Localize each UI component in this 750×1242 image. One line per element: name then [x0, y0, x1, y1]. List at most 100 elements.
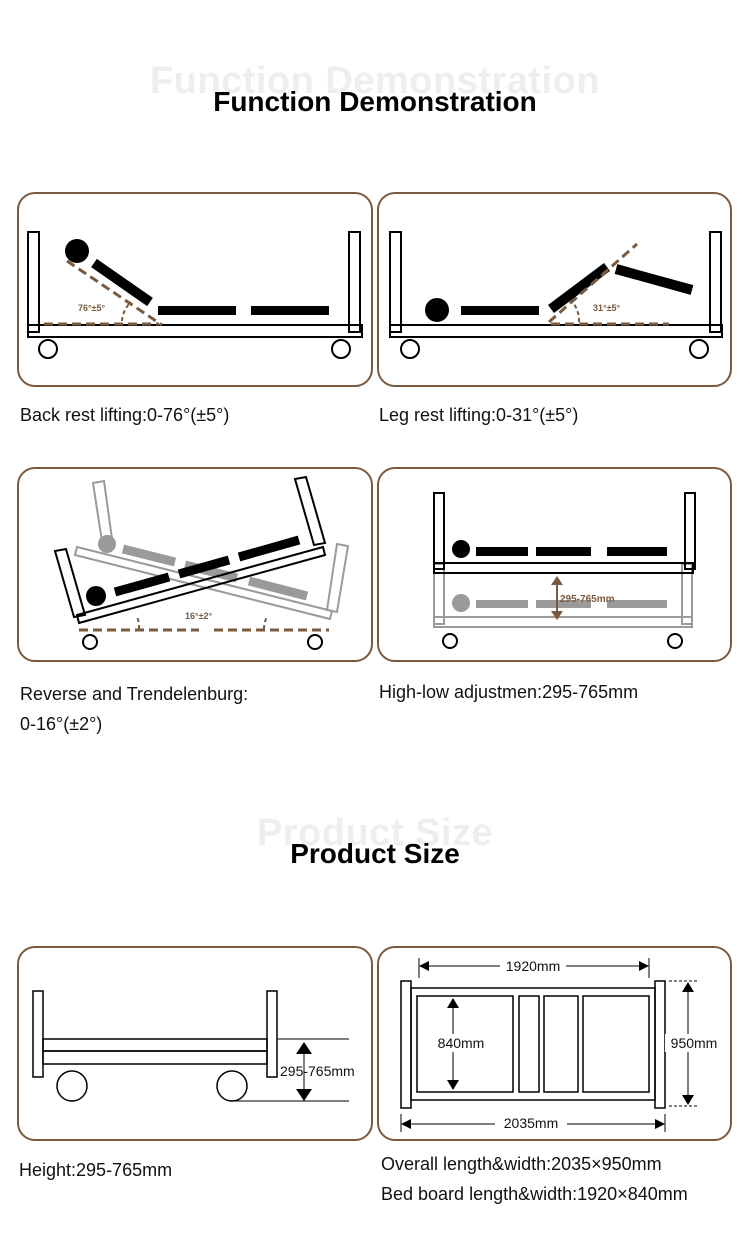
back-panel	[416, 995, 514, 1093]
back-segment	[91, 258, 153, 307]
arrow-up-icon	[447, 998, 459, 1008]
upper-frame	[433, 562, 694, 574]
headboard	[400, 980, 412, 1109]
leg-segment	[251, 306, 329, 315]
ghost-frame	[73, 545, 334, 621]
label-bg	[495, 1114, 567, 1132]
overall-size-caption: Overall length&width:2035×950mm	[381, 1154, 662, 1174]
bed-deck	[42, 1038, 268, 1052]
dimensions-panel: 1920mm 840mm 950mm 2035mm	[377, 946, 732, 1141]
angle-arc	[262, 616, 268, 630]
angle-arc	[136, 616, 141, 630]
patient-head	[425, 298, 449, 322]
patient-head	[65, 239, 89, 263]
tilted-segment	[237, 535, 301, 562]
angle-arc	[121, 301, 132, 322]
bed-frame	[389, 324, 723, 338]
reverse-diagram: 16°±2°	[53, 475, 350, 650]
bed-frame	[410, 987, 656, 1101]
reverse-panel: 16°±2°	[17, 467, 373, 662]
tilted-footboard	[293, 475, 327, 547]
wheel	[216, 1070, 248, 1102]
thigh-panel	[543, 995, 579, 1093]
back-segment	[461, 306, 539, 315]
back-rest-diagram: 76°±5°	[27, 231, 363, 359]
height-range-label: 295-765mm	[280, 1063, 355, 1079]
upper-segment	[607, 547, 667, 556]
height-caption: Height:295-765mm	[19, 1160, 173, 1180]
reverse-caption-line1: Reverse and Trendelenburg:	[20, 684, 249, 704]
wheel	[667, 633, 683, 649]
calf-segment	[614, 264, 694, 295]
angle-dash	[548, 242, 638, 324]
wheel	[689, 339, 709, 359]
ghost-segment	[121, 544, 177, 567]
leg-rest-diagram: 31°±5°	[389, 231, 723, 359]
arrow-up-icon	[682, 982, 694, 992]
label-bg	[665, 1034, 723, 1052]
size-ghost-title: Product Size	[256, 812, 494, 854]
headboard	[27, 231, 40, 333]
seat-panel	[518, 995, 540, 1093]
upper-bed	[433, 492, 696, 574]
lower-segment	[536, 600, 591, 608]
headboard	[389, 231, 402, 333]
arrow-left-icon	[401, 1119, 411, 1129]
ghost-footboard	[325, 542, 350, 614]
patient-head	[452, 540, 470, 558]
tilted-headboard	[53, 547, 87, 619]
label-bg	[433, 1034, 489, 1052]
lower-segment	[476, 600, 528, 608]
wheel	[82, 634, 98, 650]
wheel	[442, 633, 458, 649]
high-low-panel: 295-765mm	[377, 467, 732, 662]
tilted-segment	[113, 572, 171, 597]
tilted-bed	[53, 475, 327, 625]
upper-headboard	[433, 492, 445, 570]
wheel	[38, 339, 58, 359]
size-title: Product Size	[290, 838, 460, 869]
function-ghost-title: Function Demonstration	[149, 60, 601, 102]
leg-angle-label: 31°±5°	[593, 303, 621, 313]
arrow-down-icon	[682, 1095, 694, 1105]
leg-panel	[582, 995, 650, 1093]
thigh-segment	[548, 263, 610, 313]
tilted-frame	[75, 545, 327, 625]
high-low-caption: High-low adjustmen:295-765mm	[379, 682, 639, 702]
arrow-up-icon	[296, 1042, 312, 1054]
high-low-range-label: 295-765mm	[560, 594, 615, 605]
height-panel: 295-765mm	[17, 946, 373, 1141]
overall-width-label: 950mm	[671, 1035, 718, 1051]
wheel	[400, 339, 420, 359]
lower-segment	[607, 600, 667, 608]
footboard	[266, 990, 278, 1078]
angle-dash	[66, 259, 163, 327]
upper-segment	[476, 547, 528, 556]
arrow-right-icon	[655, 1119, 665, 1129]
board-width-label: 840mm	[438, 1035, 485, 1051]
back-rest-panel: 76°±5°	[17, 192, 373, 387]
arrow-down-icon	[447, 1080, 459, 1090]
bed-frame	[42, 1050, 268, 1065]
lower-frame	[433, 616, 693, 628]
angle-arc	[573, 303, 581, 323]
dimensions-diagram: 1920mm 840mm 950mm 2035mm	[400, 957, 723, 1132]
lower-head	[452, 594, 470, 612]
wheel	[331, 339, 351, 359]
high-low-diagram: 295-765mm	[433, 492, 696, 649]
footboard	[709, 231, 722, 333]
reverse-caption-line2: 0-16°(±2°)	[20, 714, 103, 734]
function-title: Function Demonstration	[213, 86, 537, 117]
ghost-segment	[247, 576, 309, 601]
wheel	[56, 1070, 88, 1102]
patient-head	[86, 586, 106, 606]
board-length-label: 1920mm	[506, 958, 560, 974]
footboard	[654, 980, 666, 1109]
arrow-down-icon	[296, 1089, 312, 1101]
tilted-segment	[177, 555, 231, 579]
arrow-up-icon	[551, 576, 563, 585]
overall-length-label: 2035mm	[504, 1115, 558, 1131]
back-rest-caption: Back rest lifting:0-76°(±5°)	[20, 405, 230, 425]
upper-segment	[536, 547, 591, 556]
height-diagram: 295-765mm	[32, 990, 355, 1102]
